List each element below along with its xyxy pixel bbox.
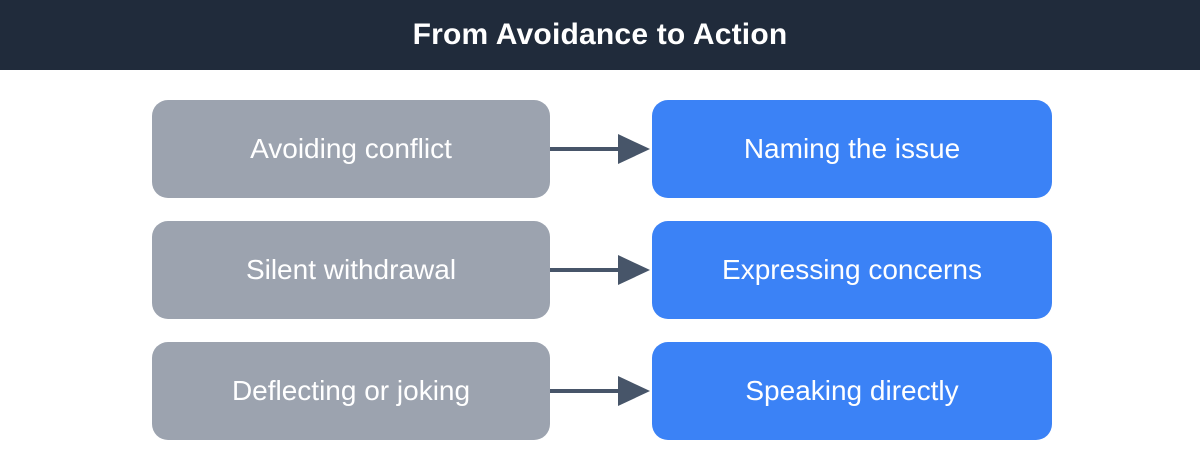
title-bar: From Avoidance to Action [0,0,1200,70]
to-box: Naming the issue [652,100,1052,198]
diagram-row: Silent withdrawal Expressing concerns [152,221,1052,319]
from-box-label: Avoiding conflict [250,133,452,164]
to-box-label: Speaking directly [745,375,959,406]
arrow-right-icon [550,255,650,285]
diagram-row: Avoiding conflict Naming the issue [152,100,1052,198]
to-box: Expressing concerns [652,221,1052,319]
to-box-label: Expressing concerns [722,254,982,285]
arrow-right-icon [550,134,650,164]
from-box-label: Deflecting or joking [231,375,471,406]
to-box: Speaking directly [652,342,1052,440]
from-box-label: Silent withdrawal [245,254,457,285]
to-box-label: Naming the issue [743,133,961,164]
arrow-right-icon [550,376,650,406]
from-box: Avoiding conflict [152,100,550,198]
diagram-row: Deflecting or joking Speaking directly [152,342,1052,440]
page-title: From Avoidance to Action [412,18,788,51]
from-box: Deflecting or joking [152,342,550,440]
from-box: Silent withdrawal [152,221,550,319]
